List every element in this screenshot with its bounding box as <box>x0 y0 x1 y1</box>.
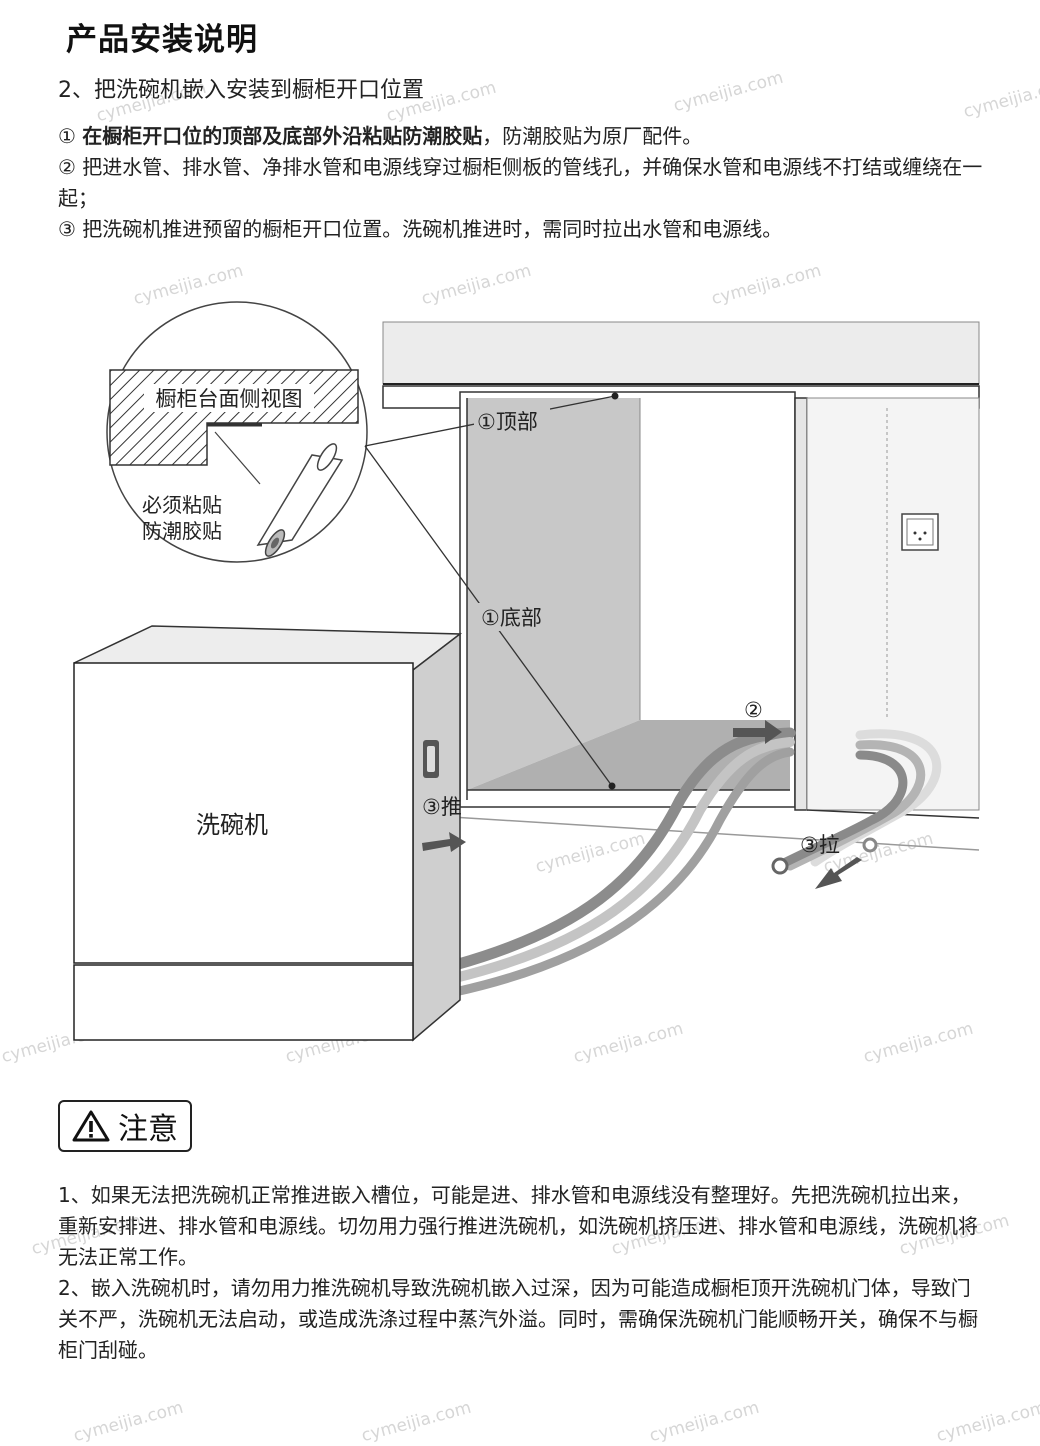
watermark: cymeijia.com <box>647 1397 762 1446</box>
step-item-2: ② 把进水管、排水管、净排水管和电源线穿过橱柜侧板的管线孔，并确保水管和电源线不… <box>58 152 1008 214</box>
step-number: ② <box>58 155 76 179</box>
step-text: 把洗碗机推进预留的橱柜开口位置。洗碗机推进时，需同时拉出水管和电源线。 <box>82 217 783 241</box>
notice-item-2: 2、嵌入洗碗机时，请勿用力推洗碗机导致洗碗机嵌入过深，因为可能造成橱柜顶开洗碗机… <box>58 1276 978 1362</box>
notice-label: 注意 <box>118 1112 178 1147</box>
step-bold-text: 在橱柜开口位的顶部及底部外沿粘贴防潮胶贴 <box>82 124 483 148</box>
tape-roll-icon <box>256 443 344 557</box>
side-panel <box>794 397 808 811</box>
step-number: ① <box>58 124 76 148</box>
watermark: cymeijia.com <box>359 1397 474 1446</box>
watermark: cymeijia.com <box>71 1397 186 1446</box>
step-list: ① 在橱柜开口位的顶部及底部外沿粘贴防潮胶贴，防潮胶贴为原厂配件。 ② 把进水管… <box>58 121 1008 245</box>
push-arrow-icon <box>422 832 466 852</box>
dishwasher-door <box>73 662 414 964</box>
point-bottom <box>608 782 616 790</box>
label-bottom: ①底部 <box>481 606 542 630</box>
opening-back-wall <box>467 398 640 790</box>
step-item-3: ③ 把洗碗机推进预留的橱柜开口位置。洗碗机推进时，需同时拉出水管和电源线。 <box>58 214 1008 245</box>
opening-floor <box>467 720 790 790</box>
page-title: 产品安装说明 <box>66 22 258 58</box>
side-cabinet-interior <box>806 397 980 811</box>
step-text: ，防潮胶贴为原厂配件。 <box>482 124 703 148</box>
notice-box: 注意 <box>58 1100 192 1152</box>
hose-connector <box>771 857 789 875</box>
point-top <box>611 392 619 400</box>
step-number: ③ <box>58 217 76 241</box>
label-step-2: ② <box>744 698 763 722</box>
notice-item-1: 1、如果无法把洗碗机正常推进嵌入槽位，可能是进、排水管和电源线没有整理好。先把洗… <box>58 1183 978 1269</box>
power-socket-icon <box>901 513 939 551</box>
watermark: cymeijia.com <box>961 73 1040 123</box>
arrow-right-icon <box>733 720 782 744</box>
pull-arrow-icon <box>815 857 862 889</box>
warning-triangle-icon <box>72 1110 110 1142</box>
notice-list: 1、如果无法把洗碗机正常推进嵌入槽位，可能是进、排水管和电源线没有整理好。先把洗… <box>58 1180 988 1366</box>
installation-diagram: 洗碗机 橱柜台面侧视图 必须粘贴 防潮胶贴 ①顶部 ①底部 ② ③推 ③拉 <box>73 301 980 1042</box>
label-top: ①顶部 <box>477 410 538 434</box>
hose-bundle <box>449 727 942 997</box>
watermark: cymeijia.com <box>671 67 786 117</box>
label-push: ③推 <box>422 795 462 819</box>
inset-label: 橱柜台面侧视图 <box>156 387 303 411</box>
hose-connector <box>862 837 878 853</box>
tape-label-2: 防潮胶贴 <box>142 519 222 543</box>
tape-label-1: 必须粘贴 <box>142 493 222 517</box>
watermark: cymeijia.com <box>934 1397 1040 1446</box>
countertop <box>382 321 980 385</box>
opening-right-wall <box>640 398 790 720</box>
dishwasher-label: 洗碗机 <box>196 811 268 839</box>
step-text: 把进水管、排水管、净排水管和电源线穿过橱柜侧板的管线孔，并确保水管和电源线不打结… <box>58 155 983 210</box>
label-pull: ③拉 <box>800 833 840 857</box>
floor-line <box>419 814 980 851</box>
dishwasher-kickplate <box>73 964 414 1041</box>
step-item-1: ① 在橱柜开口位的顶部及底部外沿粘贴防潮胶贴，防潮胶贴为原厂配件。 <box>58 121 1008 152</box>
section-subtitle: 2、把洗碗机嵌入安装到橱柜开口位置 <box>58 78 424 103</box>
